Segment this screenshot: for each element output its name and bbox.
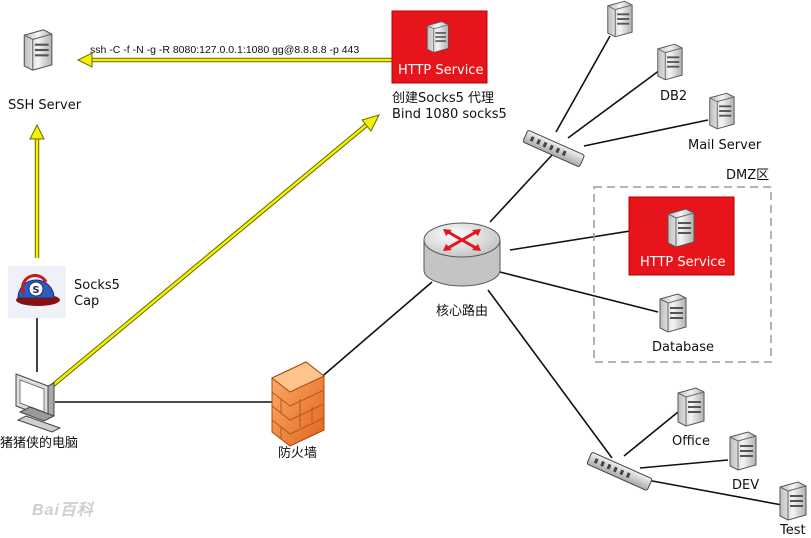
ssh-server-label: SSH Server — [8, 98, 82, 113]
link-firewall-router — [317, 281, 433, 381]
test-server-icon — [779, 481, 807, 521]
dev-server-icon — [729, 431, 757, 471]
baidu-watermark: Bai百科 — [32, 502, 94, 519]
svg-text:S: S — [32, 285, 39, 296]
server-top-icon — [607, 0, 633, 38]
socks-cap-label-line1: Socks5 — [74, 278, 120, 293]
socks-proxy-note-line2: Bind 1080 socks5 — [392, 107, 507, 122]
network-links — [36, 35, 783, 506]
link-router-switch-bottom — [487, 289, 613, 459]
ssh-tunnel-arrows — [29, 52, 392, 388]
core-router-label: 核心路由 — [436, 304, 489, 319]
pc-label: 猪猪侠的电脑 — [0, 436, 79, 451]
link-router-database — [499, 271, 659, 313]
dmz-label: DMZ区 — [726, 168, 770, 183]
http-top-server-icon — [426, 21, 449, 53]
office-server-icon — [677, 387, 705, 427]
database-server-icon — [659, 293, 687, 333]
socks-proxy-note-line1: 创建Socks5 代理 — [392, 91, 495, 106]
link-router-switch-top — [489, 154, 553, 223]
ssh-server-icon — [23, 29, 53, 71]
link-switch-bottom-test — [635, 477, 783, 506]
office-label: Office — [672, 434, 710, 449]
link-switch-top-mail — [583, 119, 709, 147]
firewall-label: 防火墙 — [278, 446, 318, 461]
pc-icon — [15, 373, 62, 433]
ssh-command-label: ssh -C -f -N -g -R 8080:127.0.0.1:1080 g… — [90, 44, 360, 56]
db2-server-icon — [657, 43, 683, 81]
mail-server-icon — [709, 92, 735, 130]
link-switch-bottom-office — [623, 411, 679, 457]
link-switch-top-server — [555, 35, 611, 133]
db2-label: DB2 — [660, 89, 688, 104]
test-label: Test — [780, 523, 806, 538]
http-service-top-label: HTTP Service — [398, 63, 484, 78]
database-label: Database — [652, 340, 715, 355]
socks-cap-label-line2: Cap — [74, 294, 100, 309]
switch-bottom-icon — [586, 452, 653, 491]
firewall-icon — [271, 361, 325, 447]
link-switch-bottom-dev — [639, 459, 729, 469]
mail-server-label: Mail Server — [688, 138, 762, 153]
socks-cap-icon: S — [8, 266, 66, 318]
dev-label: DEV — [732, 478, 760, 493]
switch-top-icon — [522, 130, 585, 167]
link-switch-top-db2 — [567, 69, 661, 139]
http-service-dmz-label: HTTP Service — [640, 255, 726, 270]
http-dmz-server-icon — [667, 208, 695, 248]
dmz-zone — [593, 186, 772, 363]
core-router-icon — [423, 222, 501, 287]
